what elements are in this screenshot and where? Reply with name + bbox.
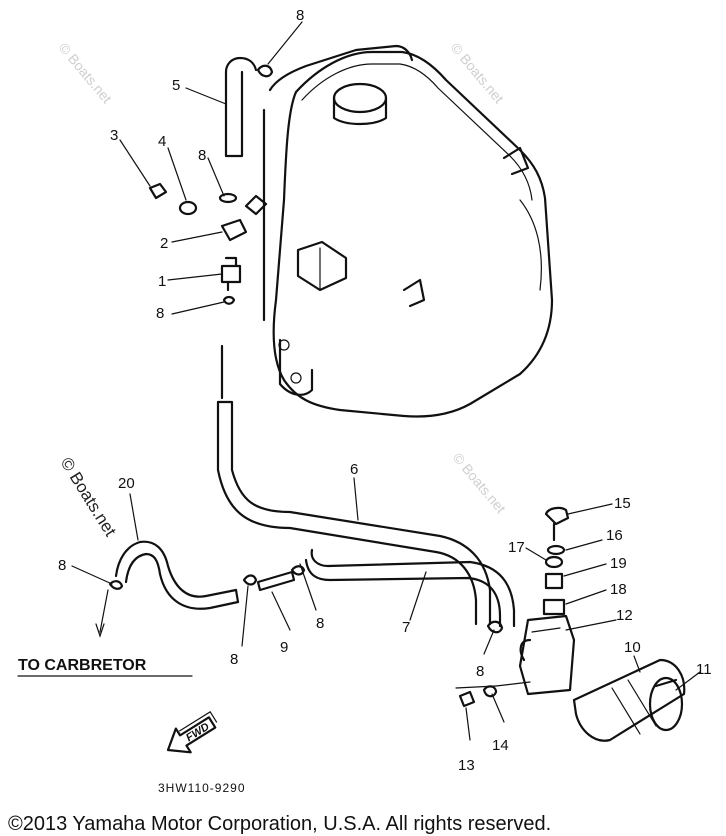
callout-5: 5 <box>172 77 180 94</box>
destination-label: TO CARBRETOR <box>18 657 147 674</box>
callout-8: 8 <box>58 557 66 574</box>
carburetor-destination: TO CARBRETOR <box>17 657 193 677</box>
breather-hose <box>224 56 258 158</box>
fuel-hose-secondary <box>304 548 516 628</box>
callout-6: 6 <box>350 461 358 478</box>
callout-13: 13 <box>458 757 475 774</box>
callout-8: 8 <box>156 305 164 322</box>
callout-1: 1 <box>158 273 166 290</box>
watermarks: © Boats.net © Boats.net © Boats.net © Bo… <box>56 40 509 540</box>
leader-lines <box>71 21 701 741</box>
watermark-middle-right: © Boats.net <box>450 450 509 517</box>
watermark-top-left: © Boats.net <box>56 40 115 107</box>
carburetor-hose <box>114 540 240 610</box>
pump-end-cap-icon <box>648 676 684 732</box>
fuel-filter-icon <box>220 264 242 284</box>
fuel-tank <box>262 44 554 418</box>
callout-3: 3 <box>110 127 118 144</box>
screw-icon <box>544 506 570 526</box>
washer-icon <box>178 200 198 216</box>
callout-4: 4 <box>158 133 166 150</box>
watermark-left: © Boats.net <box>57 454 120 540</box>
callout-12: 12 <box>616 607 633 624</box>
callout-2: 2 <box>160 235 168 252</box>
watermark-top-right: © Boats.net <box>448 40 507 107</box>
callout-18: 18 <box>610 581 627 598</box>
callout-8: 8 <box>476 663 484 680</box>
callout-8: 8 <box>198 147 206 164</box>
fuel-joint <box>256 570 296 592</box>
fuel-hose-main <box>216 344 492 626</box>
callout-15: 15 <box>614 495 631 512</box>
petcock-parts <box>148 182 268 292</box>
callout-17: 17 <box>508 539 525 556</box>
callout-8: 8 <box>230 651 238 668</box>
fwd-label: FWD <box>184 721 212 744</box>
callout-7: 7 <box>402 619 410 636</box>
callout-8: 8 <box>316 615 324 632</box>
callout-19: 19 <box>610 555 627 572</box>
callout-16: 16 <box>606 527 623 544</box>
rubber-damper-icon <box>542 598 566 616</box>
callout-8: 8 <box>296 7 304 24</box>
fuel-pump-icon <box>572 658 686 742</box>
drawing-code: 3HW110-9290 <box>158 781 246 795</box>
fuel-cock-icon <box>220 218 248 242</box>
callout-9: 9 <box>280 639 288 656</box>
callout-10: 10 <box>624 639 641 656</box>
callout-numbers: 8 5 3 4 8 2 1 8 6 20 8 8 7 9 8 8 15 16 1… <box>58 7 712 774</box>
callout-20: 20 <box>118 475 135 492</box>
mount-hardware <box>542 506 570 616</box>
pump-bracket-icon <box>518 614 576 696</box>
copyright-notice: ©2013 Yamaha Motor Corporation, U.S.A. A… <box>8 813 551 835</box>
fuel-pump-assembly <box>518 614 686 742</box>
callout-14: 14 <box>492 737 509 754</box>
fwd-arrow-icon: FWD <box>166 711 218 754</box>
pump-bolts <box>458 685 498 708</box>
bolt-icon <box>148 182 168 200</box>
callout-11: 11 <box>696 661 712 678</box>
hose-clamps <box>108 64 504 634</box>
